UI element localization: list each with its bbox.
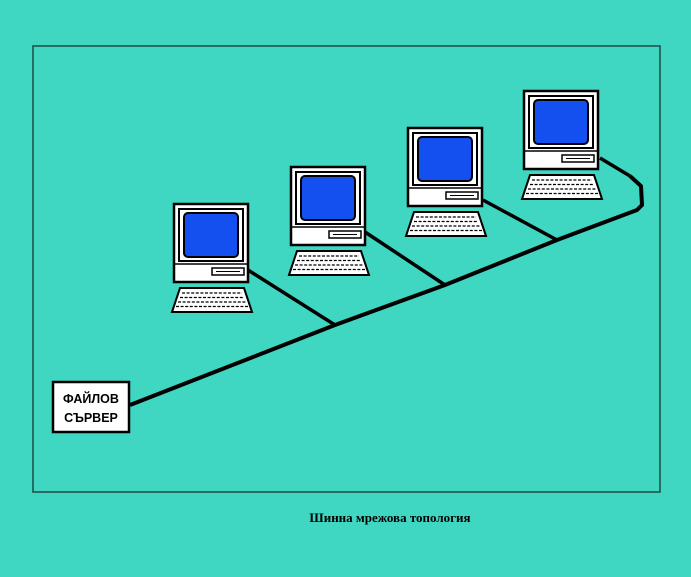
monitor-screen (533, 99, 589, 145)
server-label-line2: СЪРВЕР (64, 411, 118, 425)
diagram-frame (32, 45, 661, 493)
keyboard-icon (170, 287, 254, 313)
keyboard-body (520, 174, 604, 200)
bus-cable (129, 174, 645, 407)
server-box (51, 380, 131, 434)
monitor-screen (417, 136, 473, 182)
drop-cables (247, 156, 631, 327)
keyboard-body (404, 211, 488, 237)
diagram-caption: Шинна мрежова топология (309, 510, 470, 525)
keyboard-icon (520, 174, 604, 200)
drop-cable (364, 230, 446, 287)
workstation (287, 165, 371, 276)
workstation (404, 126, 488, 237)
workstation (520, 89, 604, 200)
keyboard-body (170, 287, 254, 313)
drop-cable (599, 156, 631, 178)
keyboard-icon (404, 211, 488, 237)
drop-cable (247, 268, 336, 327)
workstation (170, 202, 254, 313)
workstations (170, 89, 604, 313)
server-label-line1: ФАЙЛОВ (63, 391, 119, 406)
keyboard-icon (287, 250, 371, 276)
keyboard-body (287, 250, 371, 276)
monitor-screen (183, 212, 239, 258)
drop-cable (482, 198, 558, 242)
monitor-screen (300, 175, 356, 221)
file-server: ФАЙЛОВ СЪРВЕР (51, 380, 131, 434)
